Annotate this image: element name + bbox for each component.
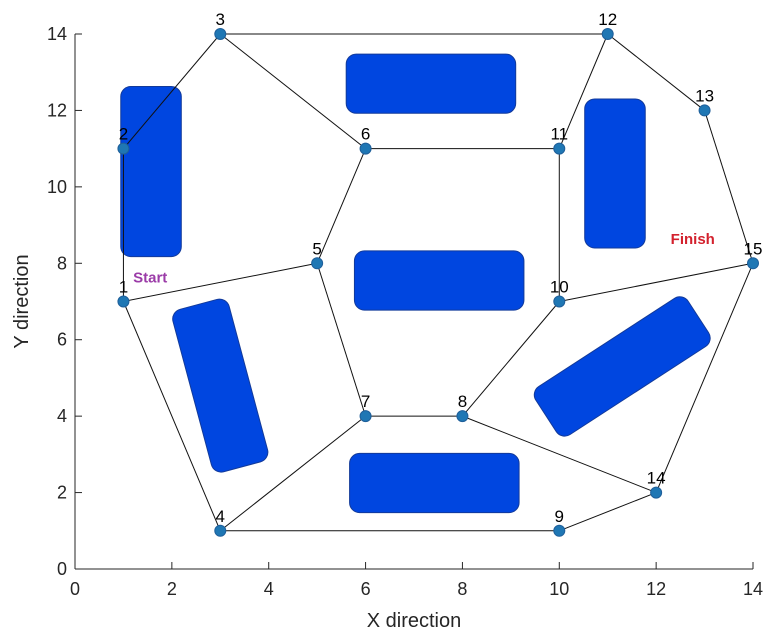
y-axis-label: Y direction <box>11 254 33 348</box>
node-15 <box>747 257 759 270</box>
node-6 <box>359 142 372 155</box>
annotation-finish: Finish <box>671 231 715 248</box>
node-label-4: 4 <box>216 507 225 526</box>
node-12 <box>601 28 614 40</box>
node-10 <box>553 295 566 308</box>
x-tick-label-8: 8 <box>457 579 467 599</box>
edge-13-15 <box>704 110 754 264</box>
edge-1-4 <box>122 301 221 531</box>
node-label-3: 3 <box>216 10 225 29</box>
y-tick-label-8: 8 <box>57 253 67 273</box>
edge-3-6 <box>219 33 366 150</box>
x-tick-label-4: 4 <box>264 579 274 599</box>
edge-4-7 <box>219 415 366 532</box>
obstacle-6 <box>533 296 711 437</box>
y-tick-label-6: 6 <box>57 330 67 350</box>
node-label-6: 6 <box>361 125 370 144</box>
x-axis-label: X direction <box>367 610 462 632</box>
y-tick-label-12: 12 <box>47 100 67 120</box>
annotation-start: Start <box>133 269 167 286</box>
edge-8-10 <box>462 301 560 417</box>
obstacle-7 <box>349 452 520 514</box>
obstacle-2 <box>120 86 182 258</box>
node-label-2: 2 <box>119 125 128 144</box>
annotation-layer: Start Finish <box>133 231 715 286</box>
x-tick-label-0: 0 <box>70 579 80 599</box>
node-7 <box>359 410 372 423</box>
node-label-1: 1 <box>119 278 128 297</box>
edge-layer <box>122 33 754 532</box>
obstacle-layer <box>120 53 711 514</box>
edge-14-15 <box>655 263 754 493</box>
obstacle-3 <box>584 98 646 249</box>
x-tick-label-2: 2 <box>167 579 177 599</box>
node-label-9: 9 <box>555 507 564 526</box>
edge-12-13 <box>607 33 705 111</box>
edge-2-3 <box>123 33 221 149</box>
edge-10-15 <box>559 262 754 302</box>
edge-1-5 <box>123 262 318 302</box>
node-label-8: 8 <box>458 392 467 411</box>
x-tick-label-14: 14 <box>743 579 763 599</box>
obstacle-1 <box>345 53 517 114</box>
edge-5-7 <box>316 263 367 417</box>
y-tick-label-4: 4 <box>57 406 67 426</box>
y-tick-label-2: 2 <box>57 483 67 503</box>
node-label-5: 5 <box>312 239 321 258</box>
node-layer <box>117 28 759 537</box>
edge-12-11 <box>558 33 609 149</box>
node-label-15: 15 <box>744 239 763 258</box>
edge-6-5 <box>316 148 367 264</box>
node-8 <box>456 410 469 423</box>
y-tick-label-10: 10 <box>47 177 67 197</box>
node-9 <box>553 524 566 537</box>
x-tick-label-10: 10 <box>549 579 569 599</box>
y-tick-label-0: 0 <box>57 559 67 579</box>
node-label-7: 7 <box>361 392 370 411</box>
x-tick-label-12: 12 <box>646 579 666 599</box>
node-label-10: 10 <box>550 278 569 297</box>
node-11 <box>553 142 566 155</box>
node-label-11: 11 <box>550 125 568 144</box>
node-label-12: 12 <box>598 10 617 29</box>
x-tick-label-6: 6 <box>361 579 371 599</box>
node-2 <box>117 142 130 155</box>
node-label-13: 13 <box>695 86 714 105</box>
obstacle-4 <box>353 250 525 311</box>
node-3 <box>214 28 227 40</box>
node-14 <box>650 486 663 499</box>
edge-8-14 <box>462 415 657 494</box>
edge-9-14 <box>559 492 657 532</box>
node-4 <box>214 524 227 537</box>
obstacle-5 <box>172 298 269 473</box>
node-label-14: 14 <box>647 469 666 488</box>
node-5 <box>311 257 324 270</box>
node-13 <box>698 104 711 117</box>
node-1 <box>117 295 130 308</box>
y-tick-label-14: 14 <box>47 24 67 44</box>
